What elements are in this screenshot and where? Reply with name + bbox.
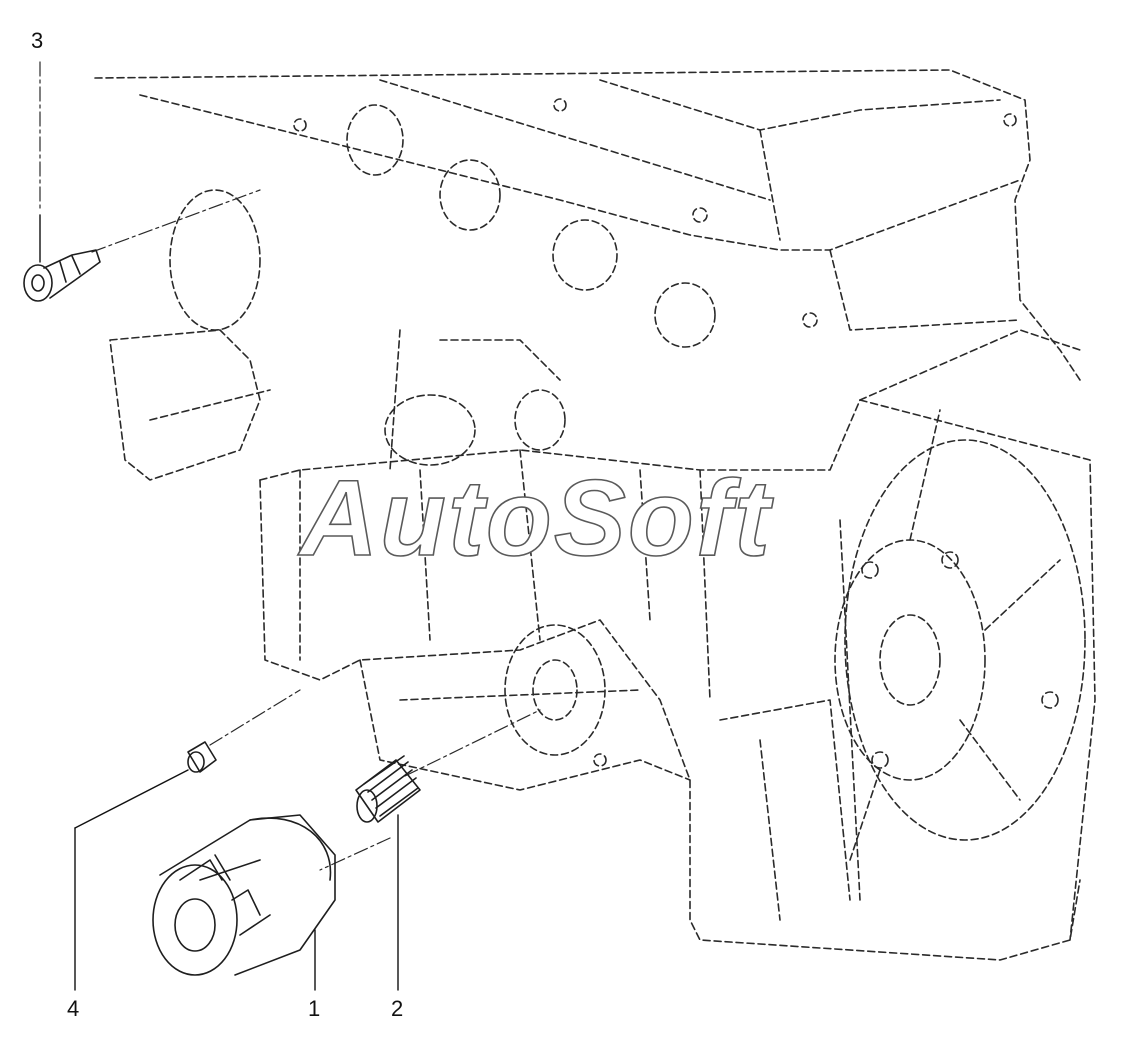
engine-block-outline [94,69,1096,961]
callout-4: 4 [67,996,80,1021]
callout-leaders [39,214,399,991]
assembly-axes [39,61,541,871]
oil-filter-part [152,814,336,976]
threaded-union-part [355,755,421,823]
callout-2: 2 [391,996,404,1021]
dowel-sleeve-part [187,741,217,773]
oil-pressure-switch-part [23,249,101,302]
callout-1: 1 [308,996,321,1021]
watermark-logo: AutoSoft [297,457,774,578]
callout-3: 3 [31,28,44,53]
